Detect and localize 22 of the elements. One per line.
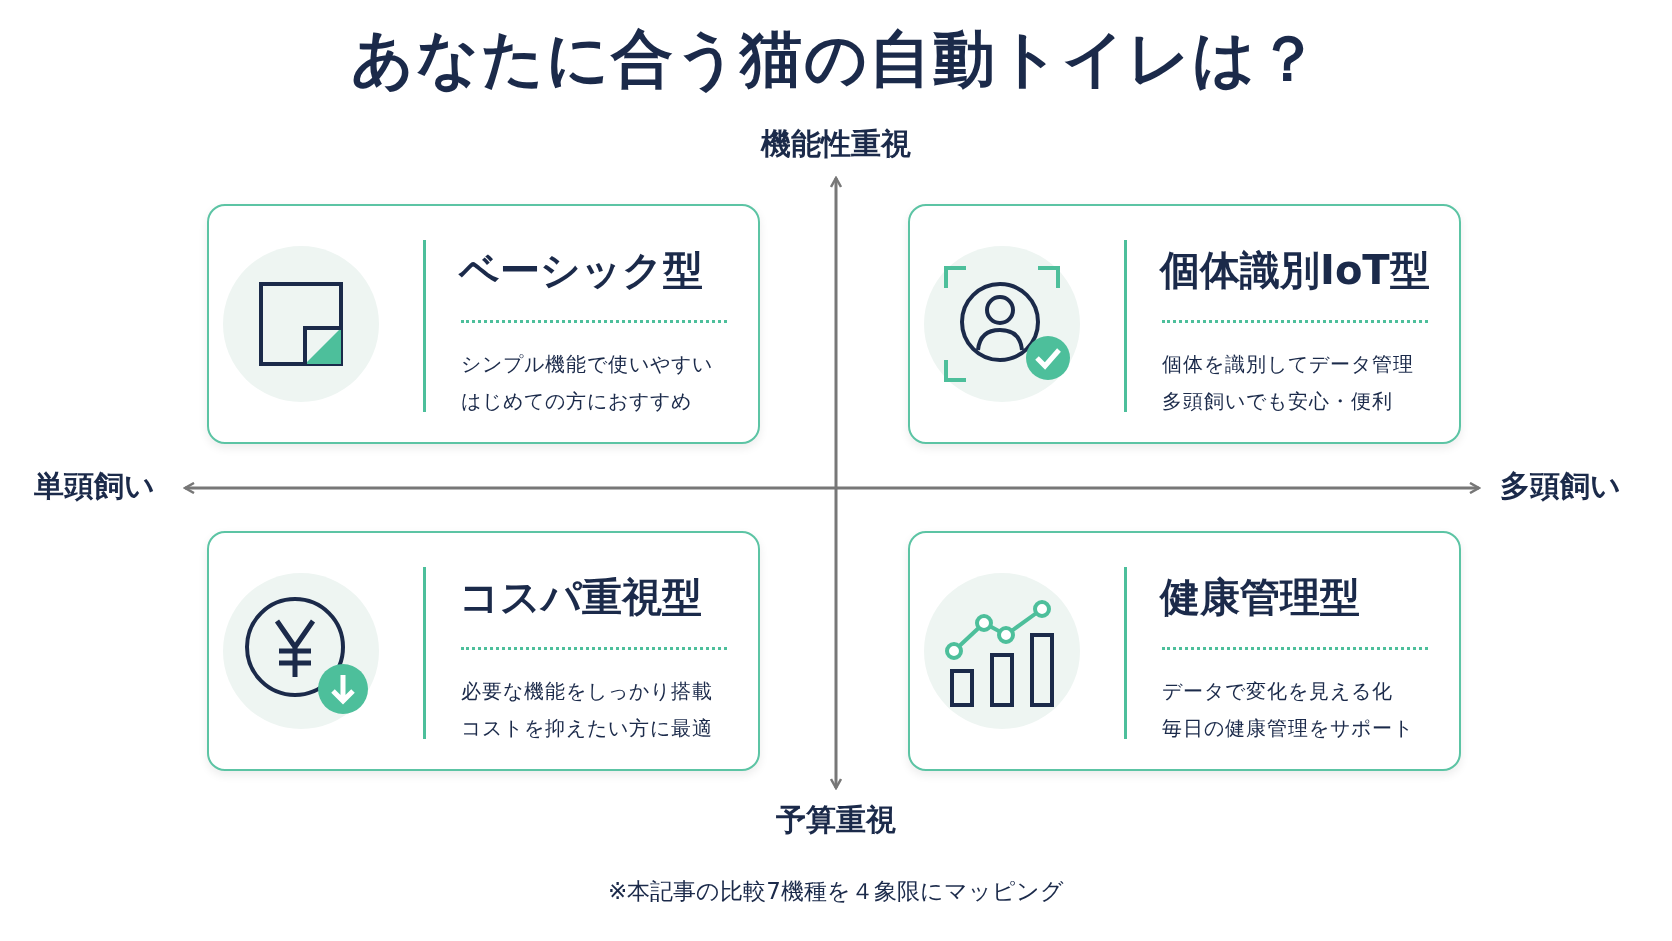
card-heading: コスパ重視型 [459, 573, 702, 621]
description-text: 個体を識別してデータ管理 [1162, 352, 1414, 376]
category-card [207, 531, 760, 771]
description-text: 毎日の健康管理をサポート [1162, 716, 1414, 740]
title: あなたに合う猫の自動トイレは？ [350, 22, 1322, 97]
axis-label: 単頭飼い [34, 468, 155, 504]
description-text: シンプル機能で使いやすい [461, 352, 713, 376]
card-heading: 健康管理型 [1160, 573, 1360, 621]
card-heading: ベーシック型 [459, 246, 703, 294]
description-text: コストを抑えたい方に最適 [461, 716, 713, 740]
axis-label: 機能性重視 [759, 126, 912, 162]
axis-label: 予算重視 [775, 802, 897, 838]
description-text: データで変化を見える化 [1162, 679, 1393, 703]
axis-label: 多頭飼い [1500, 468, 1621, 504]
description-text: 必要な機能をしっかり搭載 [461, 679, 713, 703]
description-text: 多頭飼いでも安心・便利 [1162, 389, 1393, 413]
description-text: はじめての方におすすめ [461, 389, 692, 413]
card-heading: 個体識別IoT型 [1160, 246, 1430, 294]
category-card [908, 531, 1461, 771]
category-card [207, 204, 760, 444]
caption: ※本記事の比較7機種を４象限にマッピング [607, 878, 1065, 906]
category-card [908, 204, 1461, 444]
